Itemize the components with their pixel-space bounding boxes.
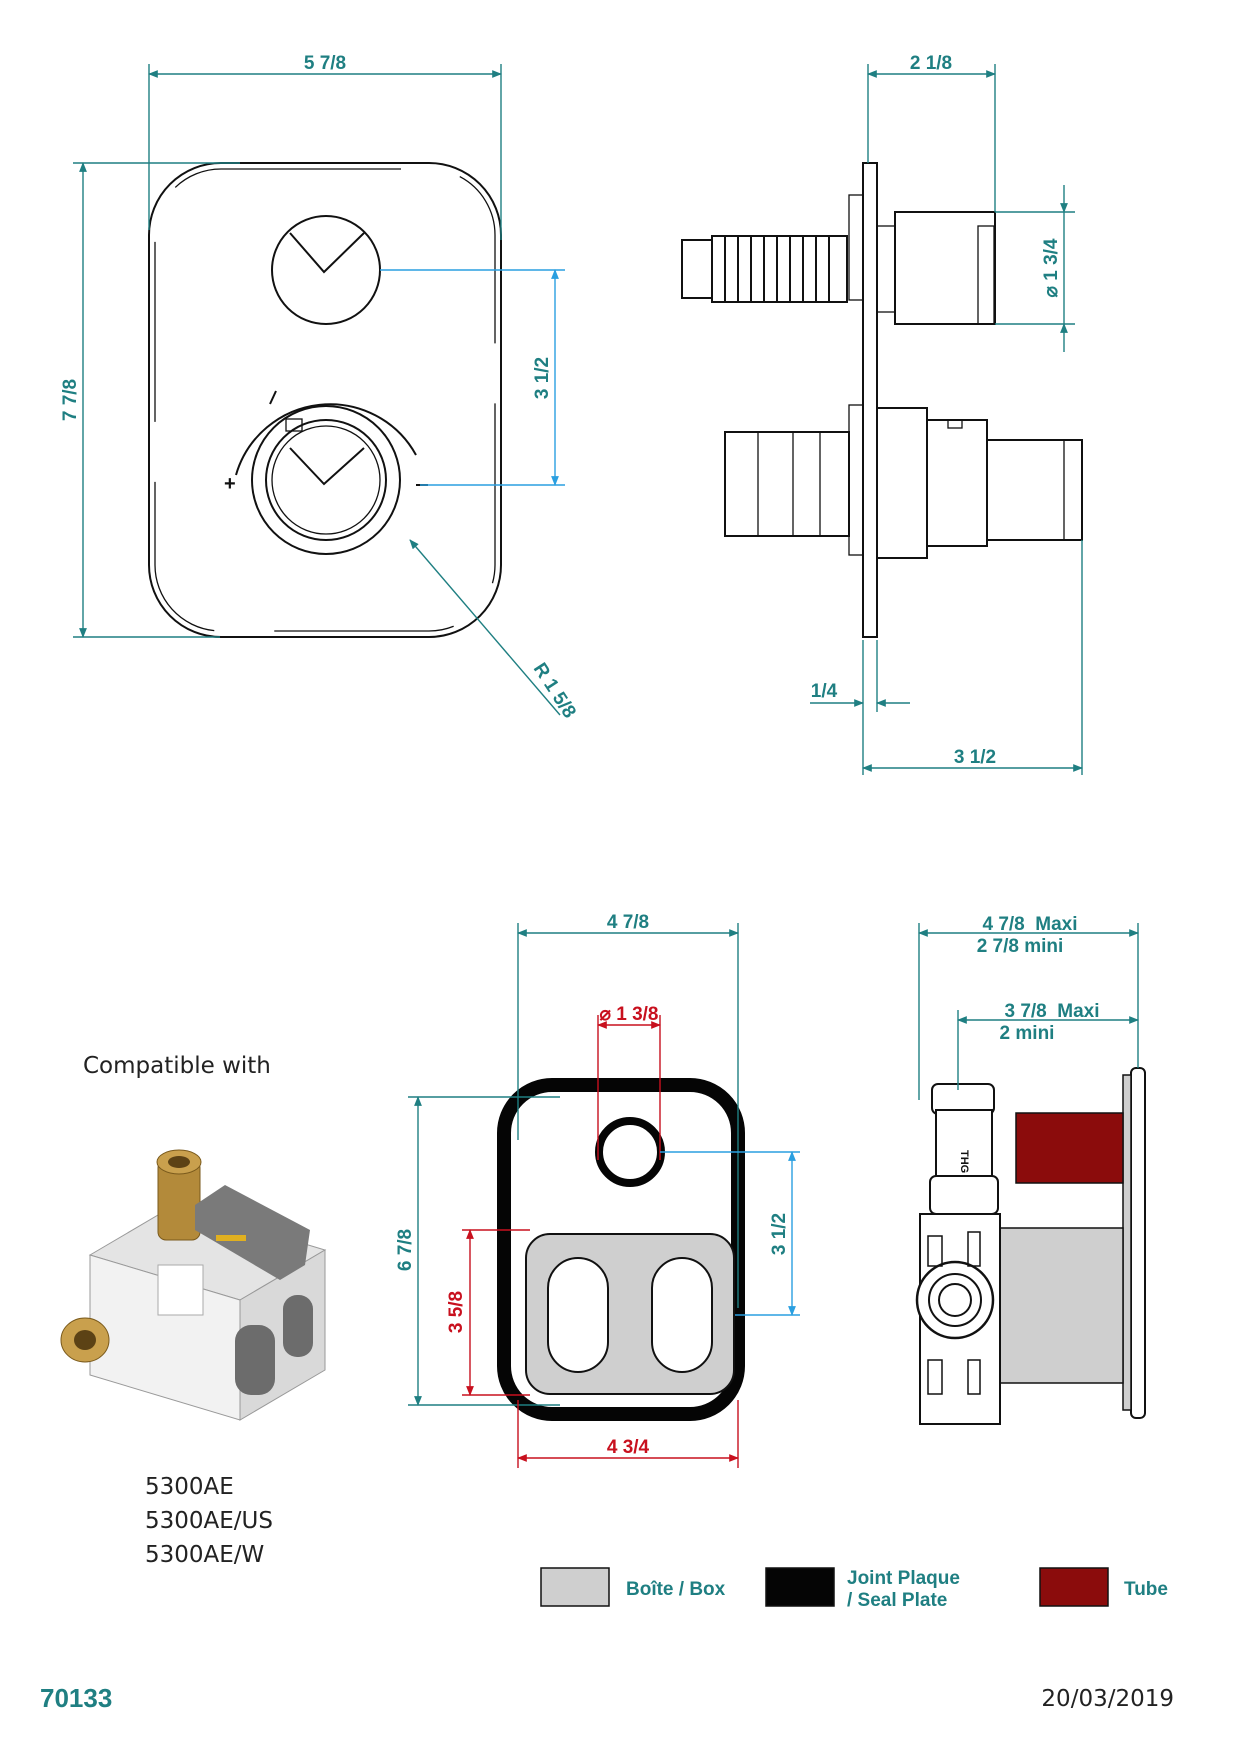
dim-side-maxi-2: 3 7/8 Maxi bbox=[1004, 1001, 1099, 1022]
svg-text:THG: THG bbox=[958, 1150, 970, 1173]
dim-corner-radius: R 1 5/8 bbox=[529, 659, 580, 722]
stem-lower bbox=[724, 407, 1083, 559]
legend: Boîte / Box Joint Plaque / Seal Plate Tu… bbox=[540, 1567, 1168, 1611]
thermostat-handle bbox=[251, 405, 401, 555]
compatible-title: Compatible with bbox=[83, 1053, 271, 1079]
tube-hole bbox=[595, 1117, 665, 1187]
legend-tube-swatch bbox=[1039, 1567, 1109, 1607]
tube-section bbox=[1015, 1112, 1124, 1184]
front-view-box: 4 7/8 ⌀ 1 3/8 6 7/8 3 1/2 3 5/8 4 3/4 bbox=[395, 912, 800, 1468]
legend-tube-label: Tube bbox=[1124, 1579, 1168, 1600]
valve-body: THG bbox=[915, 1083, 1001, 1425]
legend-seal-label-2: / Seal Plate bbox=[847, 1590, 947, 1611]
model-5300AE-W: 5300AE/W bbox=[145, 1542, 264, 1568]
dim-side-depth: 2 1/8 bbox=[910, 53, 952, 74]
dim-trim-height: 7 7/8 bbox=[60, 379, 81, 421]
dim-box-width: 4 7/8 bbox=[607, 912, 649, 933]
rough-in-valve-illustration bbox=[60, 1149, 327, 1421]
dim-insert-width: 4 3/4 bbox=[607, 1437, 650, 1458]
legend-seal-label-1: Joint Plaque bbox=[847, 1568, 960, 1589]
legend-box-swatch bbox=[540, 1567, 610, 1607]
dim-side-mini-2: 2 mini bbox=[1000, 1023, 1055, 1044]
dim-side-maxi-1: 4 7/8 Maxi bbox=[982, 914, 1077, 935]
dim-handle-spacing: 3 1/2 bbox=[532, 357, 553, 399]
model-5300AE: 5300AE bbox=[145, 1474, 234, 1500]
model-5300AE-US: 5300AE/US bbox=[145, 1508, 273, 1534]
front-view-trim: + 5 7/8 7 7/8 3 1/2 R 1 5/8 bbox=[60, 53, 580, 722]
svg-text:+: + bbox=[224, 473, 236, 495]
side-plate bbox=[862, 162, 878, 638]
legend-seal-swatch bbox=[765, 1567, 835, 1607]
compatible-section: Compatible with 5300AE 5300AE/US 5300AE/… bbox=[60, 1053, 327, 1568]
legend-box-label: Boîte / Box bbox=[626, 1579, 726, 1600]
dim-side-mini-1: 2 7/8 mini bbox=[977, 936, 1064, 957]
product-reference: 70133 bbox=[40, 1683, 112, 1713]
stem-upper bbox=[681, 235, 848, 303]
dim-trim-width: 5 7/8 bbox=[304, 53, 346, 74]
side-view-box: THG 4 7/8 Maxi 2 7/8 mini 3 7/8 Maxi 2 m… bbox=[915, 914, 1146, 1425]
dim-insert-height: 3 5/8 bbox=[446, 1291, 467, 1333]
dim-hole-diameter: 1 3/8 bbox=[616, 1004, 658, 1025]
dim-box-height: 6 7/8 bbox=[395, 1229, 416, 1271]
dim-side-projection: 3 1/2 bbox=[954, 747, 996, 768]
trim-plate-outline bbox=[148, 162, 502, 638]
side-view-trim: 2 1/8 ⌀ 1 3/4 1/4 3 1/2 bbox=[681, 53, 1083, 775]
svg-text:⌀ 1 3/4: ⌀ 1 3/4 bbox=[1041, 238, 1062, 297]
dim-plate-thickness: 1/4 bbox=[811, 681, 838, 702]
dim-box-spacing: 3 1/2 bbox=[769, 1213, 790, 1255]
svg-text:⌀ 1 3/8: ⌀ 1 3/8 bbox=[600, 1004, 659, 1025]
dim-handle-diameter: 1 3/4 bbox=[1041, 238, 1062, 281]
box-side-plate bbox=[1130, 1067, 1146, 1419]
document-date: 20/03/2019 bbox=[1041, 1686, 1174, 1712]
